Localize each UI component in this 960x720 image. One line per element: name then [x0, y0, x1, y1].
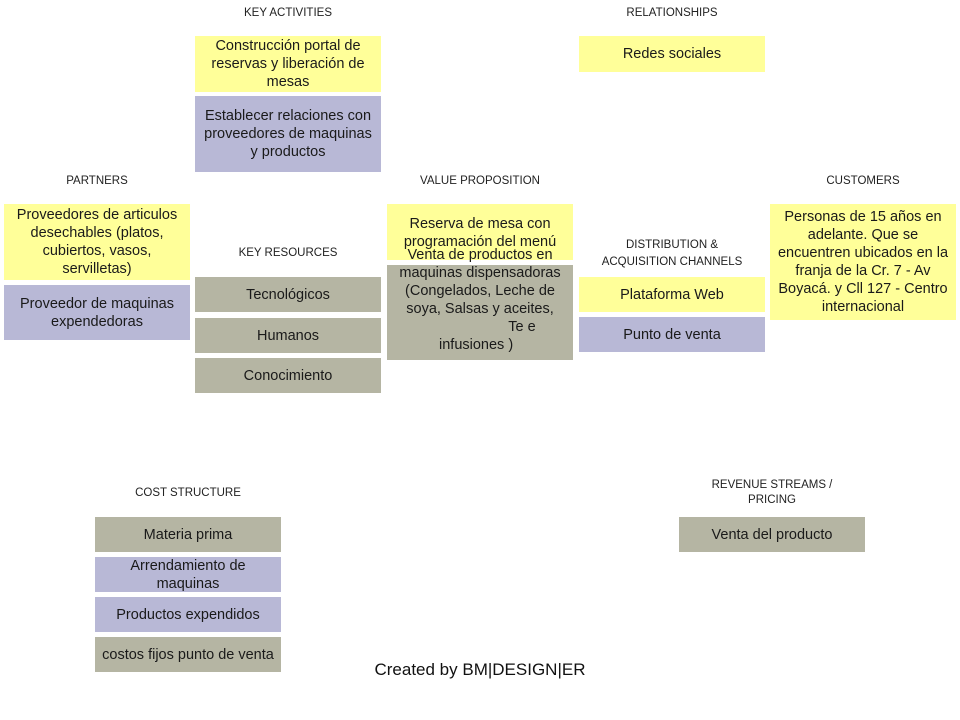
header-value-proposition: VALUE PROPOSITION	[420, 175, 540, 187]
value-proposition-text-block: Venta de productos en maquinas dispensad…	[387, 246, 573, 354]
customer-card: Personas de 15 años en adelante. Que se …	[770, 204, 956, 320]
value-proposition-text: infusiones )	[439, 337, 514, 353]
footer-credit: Created by BM|DESIGN|ER	[374, 660, 586, 679]
value-proposition-card: Reserva de mesa con programación del men…	[387, 204, 573, 260]
key-resource-card: Tecnológicos	[195, 277, 381, 312]
header-distribution: DISTRIBUTION & ACQUISITION CHANNELS	[601, 239, 743, 268]
value-proposition-text: Venta de productos en maquinas dispensad…	[399, 247, 561, 317]
value-proposition-card	[387, 265, 573, 360]
distribution-card: Punto de venta	[579, 317, 765, 352]
header-revenue: REVENUE STREAMS / PRICING	[711, 479, 833, 506]
key-resource-card: Humanos	[195, 318, 381, 353]
key-activity-card: Establecer relaciones con proveedores de…	[195, 96, 381, 172]
value-proposition-text: Te e	[508, 319, 536, 335]
cost-card: Arrendamiento de maquinas	[95, 557, 281, 592]
revenue-card: Venta del producto	[679, 517, 865, 552]
partner-card: Proveedor de maquinas expendedoras	[4, 285, 190, 340]
header-relationships: RELATIONSHIPS	[626, 7, 718, 19]
partner-card: Proveedores de articulos desechables (pl…	[4, 204, 190, 280]
value-proposition-text: Reserva de mesa con programación del men…	[403, 216, 557, 250]
header-cost-structure: COST STRUCTURE	[135, 487, 241, 499]
header-key-resources: KEY RESOURCES	[238, 247, 338, 259]
key-resource-card: Conocimiento	[195, 358, 381, 393]
header-key-activities: KEY ACTIVITIES	[244, 7, 332, 19]
key-activity-card: Construcción portal de reservas y libera…	[195, 36, 381, 92]
cost-card: Productos expendidos	[95, 597, 281, 632]
header-partners: PARTNERS	[66, 175, 128, 187]
cost-card: costos fijos punto de venta	[95, 637, 281, 672]
distribution-card: Plataforma Web	[579, 277, 765, 312]
header-customers: CUSTOMERS	[826, 175, 900, 187]
relationship-card: Redes sociales	[579, 36, 765, 72]
cost-card: Materia prima	[95, 517, 281, 552]
